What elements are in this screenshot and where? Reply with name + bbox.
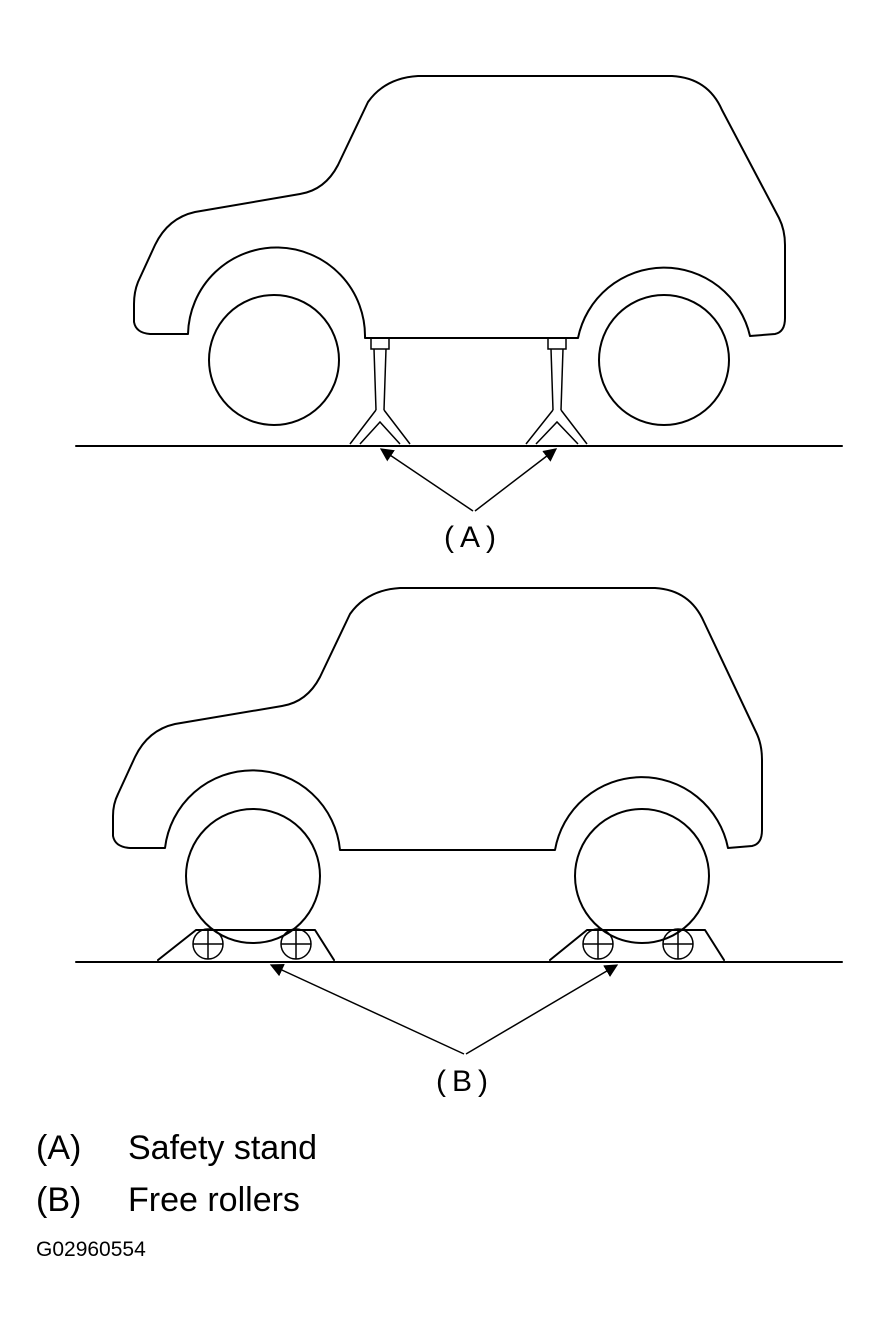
legend-key-a: (A) (36, 1129, 82, 1167)
figure-a-vehicle-on-safety-stands: (A) (75, 75, 843, 554)
legend: (A) Safety stand (B) Free rollers (36, 1122, 317, 1226)
leader-arrow-a-right (474, 448, 558, 512)
rear-wheel-b (574, 808, 710, 944)
safety-stand-left (349, 337, 411, 445)
car-body-b (112, 587, 763, 851)
legend-row-a: (A) Safety stand (36, 1122, 317, 1174)
legend-row-b: (B) Free rollers (36, 1174, 317, 1226)
legend-text-b: Free rollers (128, 1181, 300, 1219)
legend-key-b: (B) (36, 1181, 82, 1219)
callout-label-b: (B) (436, 1065, 494, 1098)
legend-text-a: Safety stand (128, 1129, 318, 1167)
front-wheel-a (208, 294, 340, 426)
front-wheel-b (185, 808, 321, 944)
leader-arrow-b-left (269, 963, 465, 1055)
rear-wheel-a (598, 294, 730, 426)
safety-stand-right (525, 337, 588, 445)
leader-arrow-b-right (465, 964, 619, 1055)
free-roller-right (549, 928, 725, 961)
free-roller-left (157, 928, 335, 961)
callout-label-a: (A) (444, 521, 502, 554)
car-body-a (133, 75, 786, 339)
leader-arrow-a-left (379, 448, 474, 512)
figure-b-vehicle-on-free-rollers: (B) (75, 587, 843, 1098)
figure-code: G02960554 (36, 1238, 146, 1261)
